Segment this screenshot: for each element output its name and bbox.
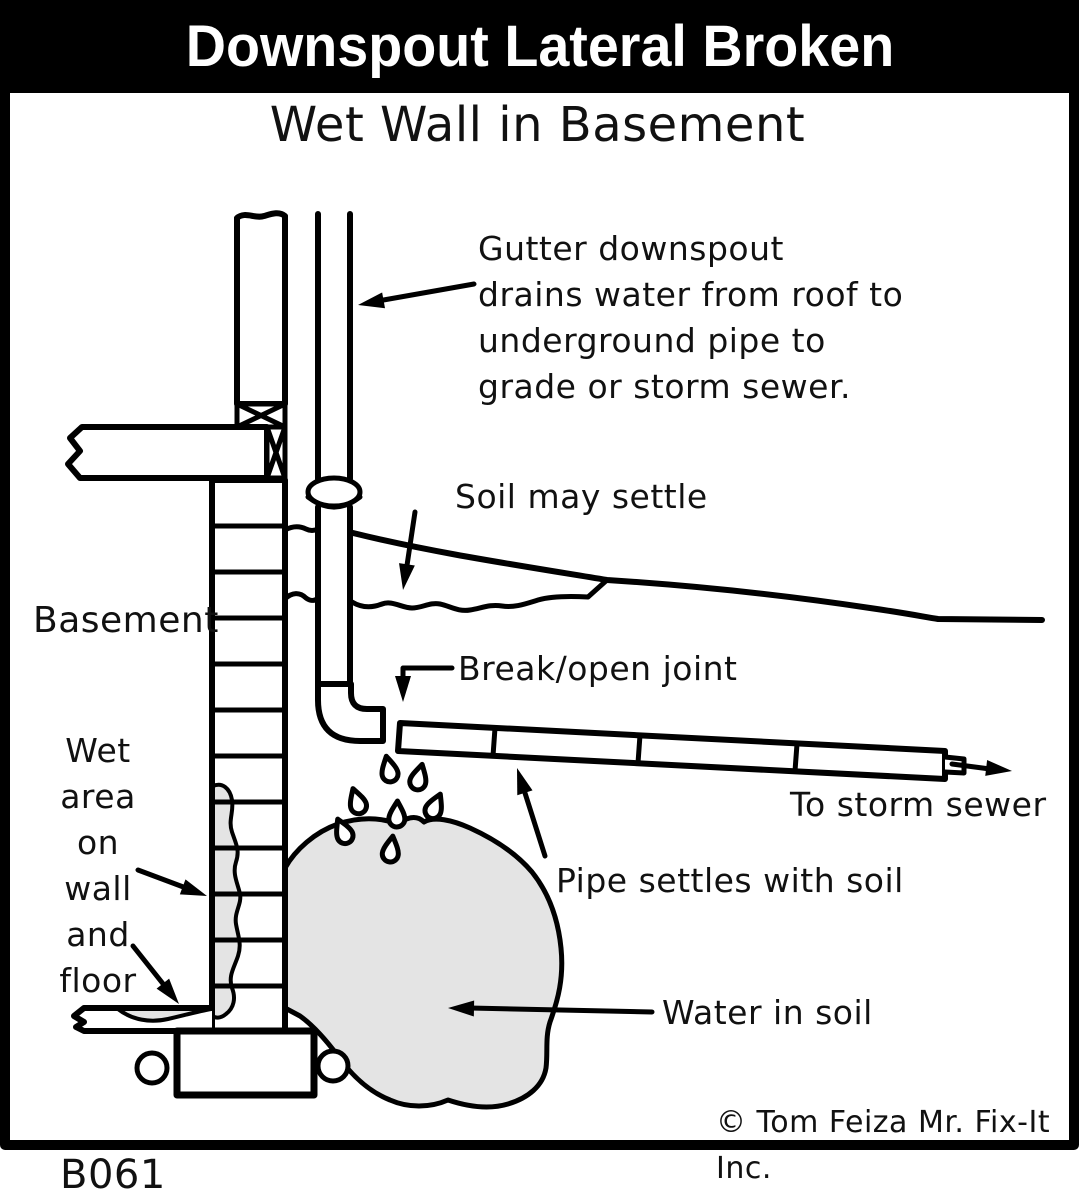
figure-code: B061 [60,1152,166,1198]
floor-joist [65,424,288,481]
exterior-wall [234,210,288,430]
label-water-in-soil: Water in soil [662,993,873,1032]
arrow-to-storm-sewer [949,761,993,772]
arrow-wet-wall [135,867,189,891]
settled-soil-line [349,577,610,613]
settled-soil-line [282,591,320,603]
wet-area-wall [211,782,243,1020]
foundation-wall [209,477,288,1035]
annotation-arrows [130,281,1012,1017]
label-pipe-settles: Pipe settles with soil [556,861,904,900]
arrow-gutter [375,281,477,304]
drain-tile-left [134,1050,170,1086]
label-basement: Basement [33,600,219,641]
title-bar: Downspout Lateral Broken [0,0,1079,93]
label-storm-sewer: To storm sewer [790,785,1047,824]
lateral-pipe [395,720,967,782]
label-wet-area: Wet area on wall and floor [59,731,137,1000]
downspout [305,211,386,744]
footing [134,1027,351,1099]
copyright-note: © Tom Feiza Mr. Fix-It Inc. [716,1105,1051,1186]
water-drips [334,753,444,865]
drain-tile-right [315,1048,351,1084]
arrow-wet-floor [130,943,167,988]
label-soil-settle: Soil may settle [455,477,708,516]
diagram-subtitle: Wet Wall in Basement [269,97,806,153]
arrow-soil-settle [403,509,418,575]
wet-area-floor [116,1007,213,1023]
basement-floor-slab [71,1005,215,1034]
label-break-joint: Break/open joint [458,649,738,688]
grade-line [282,524,1045,623]
arrow-water-in-soil [467,1005,655,1015]
arrow-pipe-settles [522,790,548,859]
label-gutter-note: Gutter downspout drains water from roof … [478,229,904,406]
downspout-elbow [315,681,386,744]
page-title: Downspout Lateral Broken [185,14,894,79]
